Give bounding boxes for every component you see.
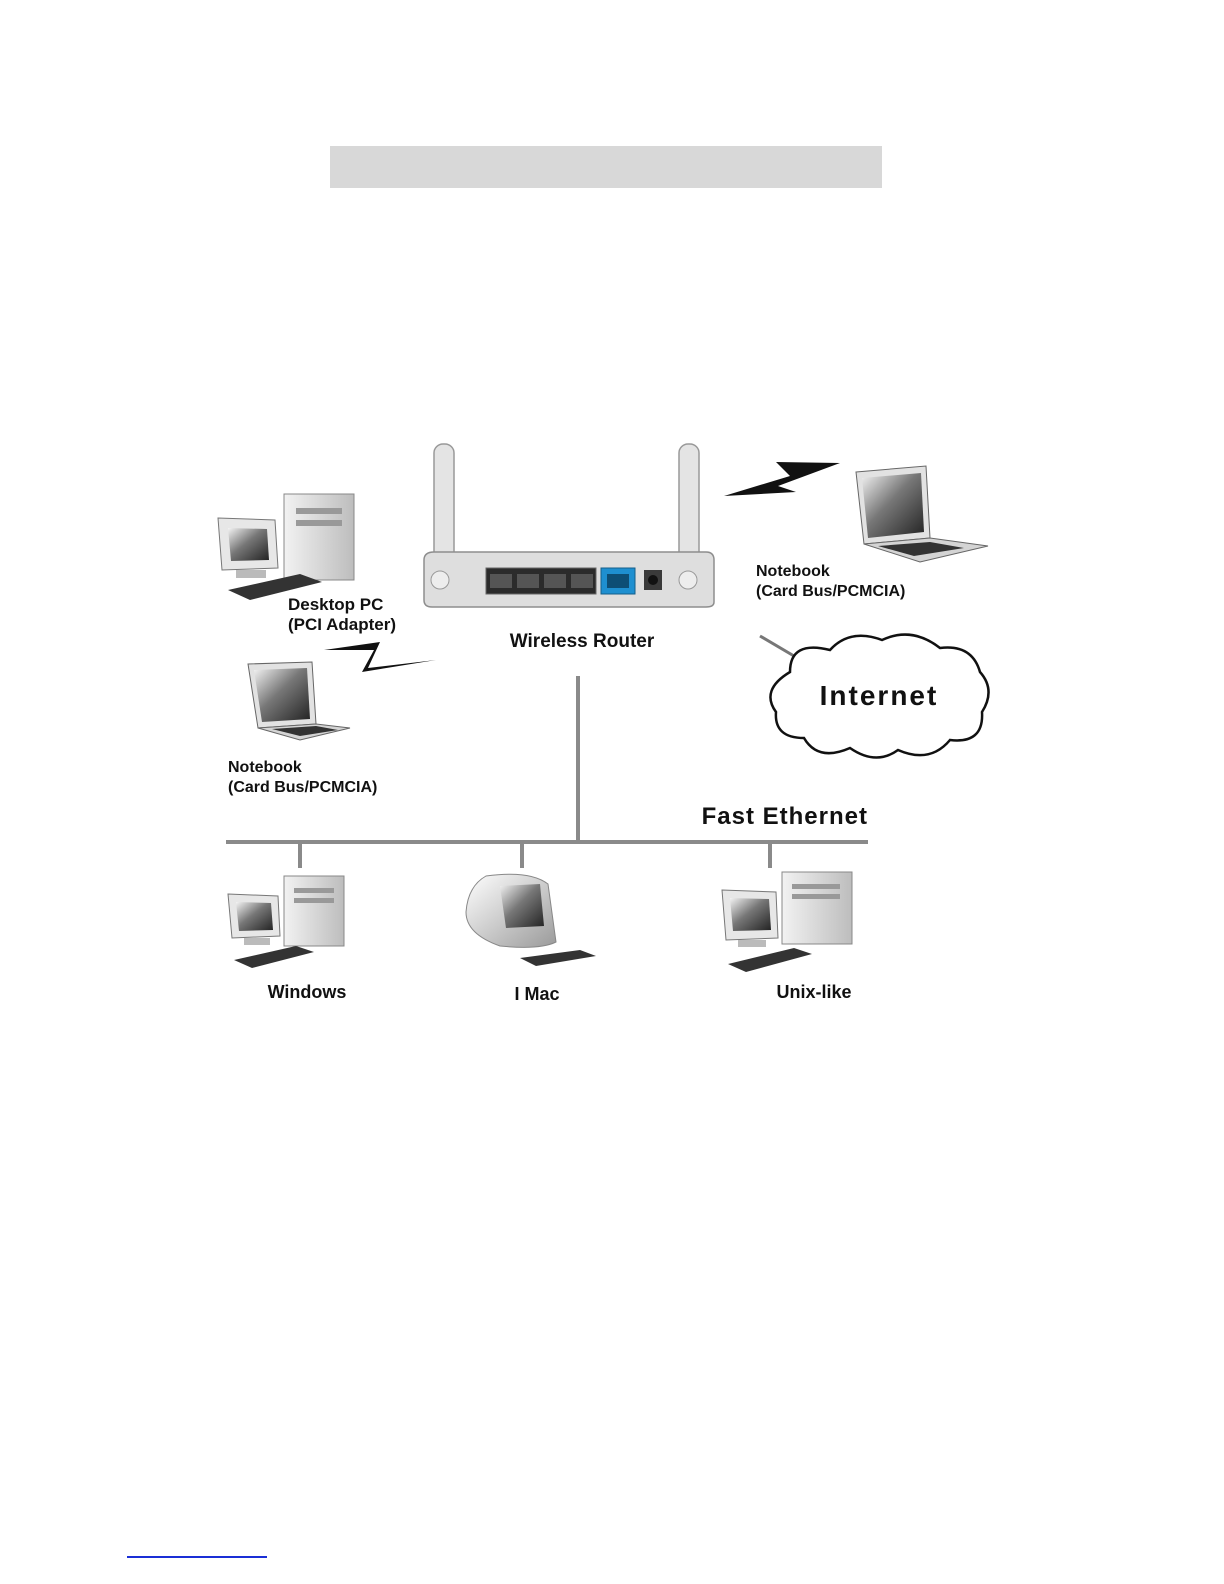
- notebook-left-label-1: Notebook: [228, 759, 302, 776]
- imac: [466, 874, 596, 966]
- desktop-pc-label-2: (PCI Adapter): [288, 615, 396, 634]
- router-antenna-base-right: [679, 571, 697, 589]
- notebook-right-label-2: (Card Bus/PCMCIA): [756, 583, 905, 600]
- footer-rule: [127, 1556, 267, 1558]
- wireless-router-label: Wireless Router: [510, 631, 655, 652]
- desktop-pc: [218, 494, 354, 600]
- wireless-router: [424, 444, 714, 607]
- unix-pc: [722, 872, 852, 972]
- wireless-signal-right: [724, 462, 840, 496]
- imac-screen: [500, 884, 544, 928]
- notebook-right: [856, 466, 988, 562]
- imac-label: I Mac: [514, 984, 559, 1004]
- notebook-left-label-2: (Card Bus/PCMCIA): [228, 779, 377, 796]
- wireless-signal-left: [324, 642, 436, 672]
- internet-label: Internet: [820, 680, 939, 711]
- fast-ethernet-label: Fast Ethernet: [702, 803, 868, 830]
- notebook-left: [248, 662, 350, 740]
- internet-link: [760, 636, 794, 656]
- imac-keyboard: [520, 950, 596, 966]
- notebook-right-label-1: Notebook: [756, 563, 830, 580]
- windows-pc-keyboard: [234, 946, 314, 968]
- desktop-pc-tower: [284, 494, 354, 580]
- windows-pc: [228, 876, 344, 968]
- unix-pc-tower: [782, 872, 852, 944]
- windows-pc-tower: [284, 876, 344, 946]
- unix-like-label: Unix-like: [776, 982, 851, 1002]
- unix-pc-keyboard: [728, 948, 812, 972]
- desktop-pc-label-1: Desktop PC: [288, 595, 383, 614]
- windows-label: Windows: [268, 982, 347, 1002]
- router-antenna-base-left: [431, 571, 449, 589]
